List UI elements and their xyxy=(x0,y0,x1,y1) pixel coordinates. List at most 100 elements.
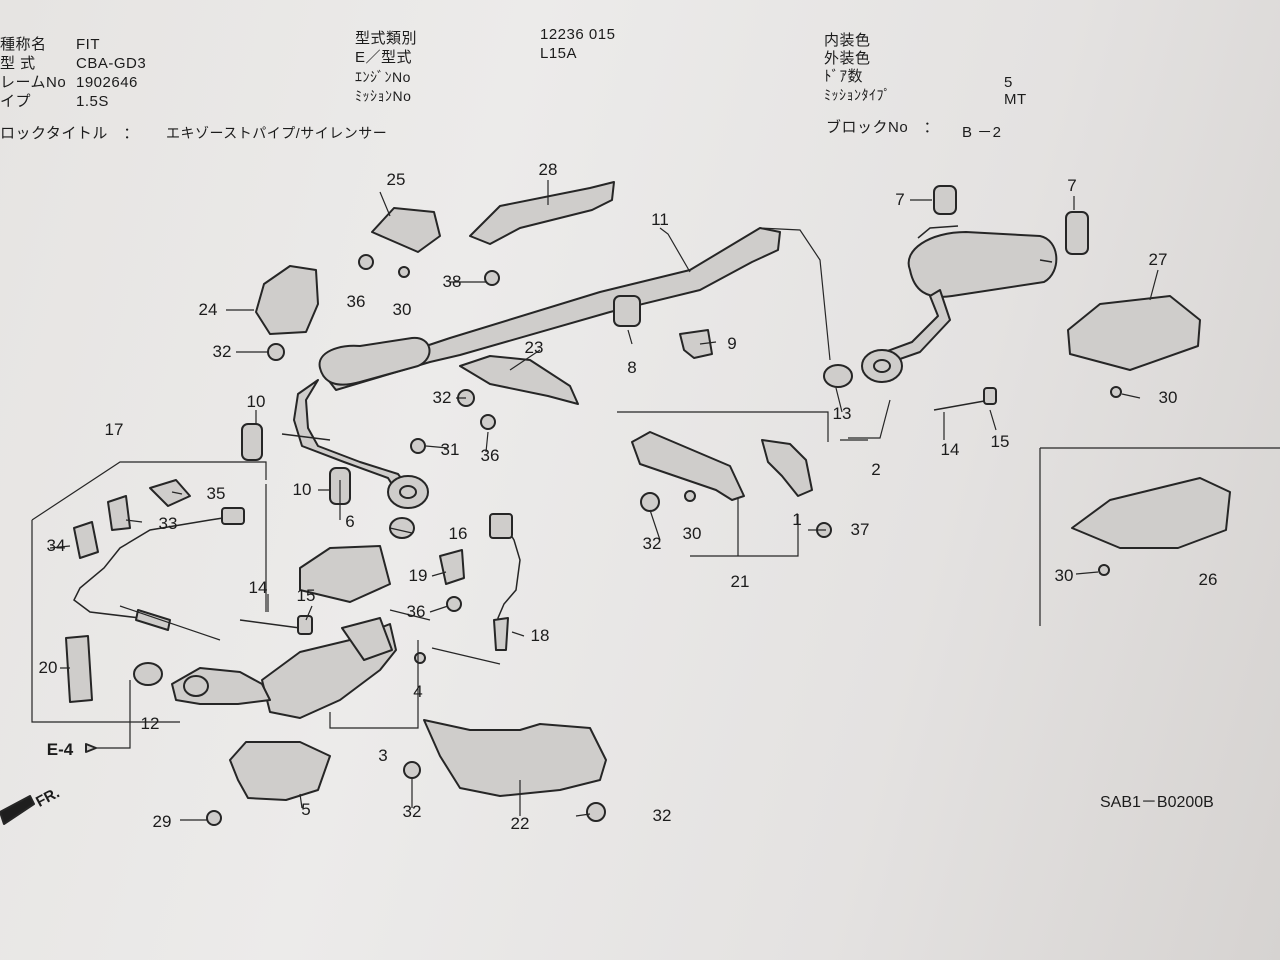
gasket-12 xyxy=(133,662,163,686)
bracket-20 xyxy=(65,635,93,703)
heat-shield-22 xyxy=(423,719,607,797)
callout-35: 35 xyxy=(206,484,226,503)
heat-shield-24 xyxy=(255,265,319,335)
callout-37: 37 xyxy=(850,520,870,539)
header-value-engine-type: L15A xyxy=(540,45,578,62)
callout-15a: 15 xyxy=(990,432,1010,451)
callout-5: 5 xyxy=(301,800,311,819)
header-label-name: 種称名 xyxy=(0,36,47,53)
rubber-hanger-8 xyxy=(613,295,641,327)
callout-26: 26 xyxy=(1198,570,1218,589)
heat-shield-27 xyxy=(1067,295,1201,371)
callout-7b: 7 xyxy=(1067,176,1077,195)
callout-30b: 30 xyxy=(1158,388,1178,407)
leader-lines xyxy=(31,180,1280,821)
rubber-hanger-10a xyxy=(241,423,263,461)
bolt-4 xyxy=(414,652,426,664)
header-value-frame: 1902646 xyxy=(76,74,138,91)
callout-21: 21 xyxy=(730,572,750,591)
bracket-1 xyxy=(761,439,813,497)
callout-20: 20 xyxy=(38,658,58,677)
header-value-type: 1.5S xyxy=(76,93,109,110)
header-value-model: CBA-GD3 xyxy=(76,55,147,72)
callout-1: 1 xyxy=(792,510,802,529)
spring-bolt-rear xyxy=(933,399,991,411)
callout-14b: 14 xyxy=(248,578,268,597)
gasket-16 xyxy=(389,517,415,539)
heat-shield-21 xyxy=(631,431,745,501)
callout-30d: 30 xyxy=(1054,566,1074,585)
callout-28: 28 xyxy=(538,160,558,179)
callout-32e: 32 xyxy=(652,806,672,825)
nut-32-c xyxy=(640,492,660,512)
sensor-cable-17 xyxy=(73,515,237,625)
header-label-frame: レームNo xyxy=(0,74,67,91)
callout-14a: 14 xyxy=(940,440,960,459)
callout-33: 33 xyxy=(158,514,178,533)
header-label-mission-no: ﾐｯｼｮﾝNo xyxy=(355,88,412,104)
rear-silencer xyxy=(907,231,1058,298)
clip-33 xyxy=(107,495,131,531)
header-label-engine-no: ｴﾝｼﾞﾝNo xyxy=(355,69,411,85)
callout-3: 3 xyxy=(378,746,388,765)
bracket-19 xyxy=(439,549,465,585)
rubber-hanger-7b xyxy=(1065,211,1089,255)
callout-34: 34 xyxy=(46,536,66,555)
nut-31 xyxy=(410,438,426,454)
callout-32c: 32 xyxy=(642,534,662,553)
callout-32d: 32 xyxy=(402,802,422,821)
header-label-engine-type: E／型式 xyxy=(355,49,413,66)
front-arrow xyxy=(0,795,35,825)
header-label-mission-type: ﾐｯｼｮﾝﾀｲﾌﾟ xyxy=(824,87,891,103)
bolt-36-c xyxy=(446,596,462,612)
heat-shield-23 xyxy=(459,355,579,405)
callout-36c: 36 xyxy=(406,602,426,621)
callout-8: 8 xyxy=(627,358,637,377)
callout-23: 23 xyxy=(524,338,544,357)
ref-e4: E-4 xyxy=(46,740,74,759)
header-label-classification: 型式類別 xyxy=(355,30,418,47)
callout-10a: 10 xyxy=(246,392,266,411)
callout-13: 13 xyxy=(832,404,852,423)
header-value-doors: 5 xyxy=(1004,74,1013,91)
diagram-code: SAB1－B0200B xyxy=(1100,794,1214,811)
callout-15b: 15 xyxy=(296,586,316,605)
clip-34 xyxy=(73,521,99,559)
callout-32a: 32 xyxy=(212,342,232,361)
block-title-value: エキゾーストパイプ/サイレンサー xyxy=(166,125,388,141)
callout-29: 29 xyxy=(152,812,172,831)
header-label-type: イプ xyxy=(0,93,32,110)
bolt-36-a xyxy=(358,254,374,270)
callout-19: 19 xyxy=(408,566,428,585)
callout-38: 38 xyxy=(442,272,462,291)
callout-36a: 36 xyxy=(346,292,366,311)
callout-27: 27 xyxy=(1148,250,1168,269)
header-label-interior-color: 内装色 xyxy=(824,32,871,49)
heat-shield-26 xyxy=(1071,477,1231,549)
block-no-label: ブロックNo ： xyxy=(826,119,940,136)
nut-32-a xyxy=(267,343,285,361)
bolt-30-21 xyxy=(684,490,696,502)
callout-12: 12 xyxy=(140,714,160,733)
callout-2: 2 xyxy=(871,460,881,479)
nut-32-d xyxy=(403,761,421,779)
bolt-30-26 xyxy=(1098,564,1110,576)
bolt-30-rear xyxy=(1110,386,1122,398)
header-value-classification: 12236 015 xyxy=(540,26,616,43)
bracket-9 xyxy=(679,329,713,359)
heat-shield-5 xyxy=(229,741,331,801)
header-label-model: 型 式 xyxy=(0,55,36,72)
callout-9: 9 xyxy=(727,334,737,353)
gasket-13 xyxy=(823,364,853,388)
bolt-38 xyxy=(484,270,500,286)
nut-32-e xyxy=(586,802,606,822)
callout-31: 31 xyxy=(440,440,460,459)
callout-22: 22 xyxy=(510,814,530,833)
header-label-doors: ﾄﾞｱ数 xyxy=(824,68,864,85)
callout-6: 6 xyxy=(345,512,355,531)
callout-17: 17 xyxy=(104,420,124,439)
resonator xyxy=(318,336,431,386)
callout-30a: 30 xyxy=(392,300,412,319)
